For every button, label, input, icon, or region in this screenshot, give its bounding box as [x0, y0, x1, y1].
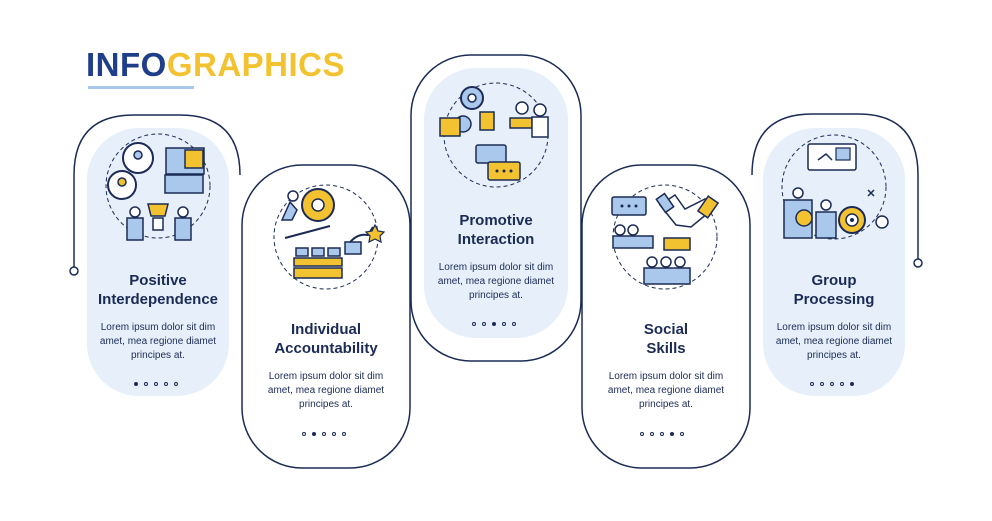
teamwork-icon [107, 142, 205, 241]
page-dot [820, 382, 824, 386]
icon-ring-1 [105, 133, 211, 239]
step-1-dots [134, 382, 178, 386]
page-dot [850, 382, 854, 386]
handshake-icon [611, 192, 720, 285]
icon-ring-5 [781, 134, 887, 240]
page-dot [322, 432, 326, 436]
infographics-title: INFOGRAPHICS [86, 46, 346, 83]
page-dot [830, 382, 834, 386]
page-dot [174, 382, 178, 386]
page-dot [302, 432, 306, 436]
page-dot [332, 432, 336, 436]
title-underline [88, 86, 194, 89]
page-dot [472, 322, 476, 326]
page-dot [650, 432, 654, 436]
accountability-icon [280, 188, 386, 279]
page-dot [640, 432, 644, 436]
group-processing-icon [783, 143, 889, 239]
page-dot [312, 432, 316, 436]
page-dot [144, 382, 148, 386]
step-5-dots [810, 382, 854, 386]
page-dot [482, 322, 486, 326]
page-dot [502, 322, 506, 326]
interaction-icon [439, 86, 549, 181]
card-2-outline [241, 164, 411, 469]
end-node [913, 258, 923, 268]
page-dot [840, 382, 844, 386]
page-dot [342, 432, 346, 436]
page-dot [680, 432, 684, 436]
start-node [69, 266, 79, 276]
page-dot [134, 382, 138, 386]
page-dot [670, 432, 674, 436]
page-dot [164, 382, 168, 386]
step-3-dots [472, 322, 516, 326]
connector-line [73, 114, 241, 270]
page-dot [512, 322, 516, 326]
step-2-dots [302, 432, 346, 436]
page-dot [660, 432, 664, 436]
connector-line-right [751, 113, 919, 259]
page-dot [810, 382, 814, 386]
page-dot [154, 382, 158, 386]
step-4-dots [640, 432, 684, 436]
page-dot [492, 322, 496, 326]
